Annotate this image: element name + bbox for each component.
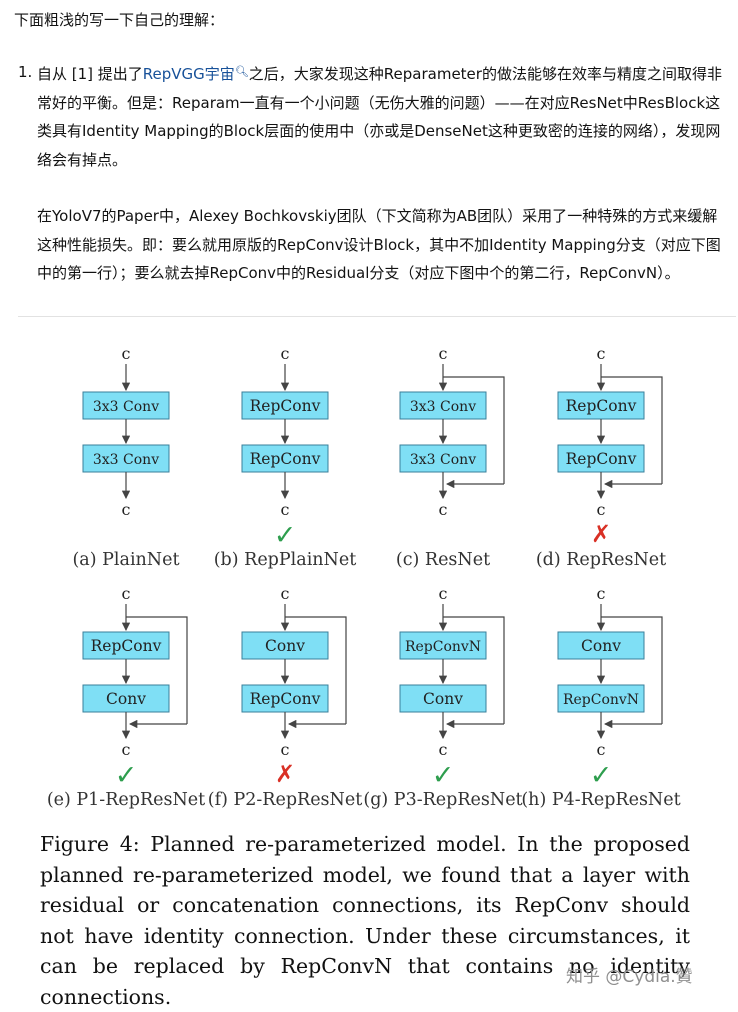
bottom-block-label: Conv [106,690,146,708]
top-block-label: RepConv [250,397,321,415]
residual-path [601,376,663,484]
top-block-label: 3x3 Conv [93,399,159,415]
check-icon: ✓ [274,520,297,551]
top-block-label: RepConv [91,637,162,655]
paragraph-1-before: 自从 [1] 提出了 [37,65,143,83]
check-icon: ✓ [432,760,455,791]
residual-path [443,616,505,724]
top-block [82,631,170,660]
residual-path [126,616,188,724]
diagram-caption: (h) P4-RepResNet [521,790,680,810]
figure-caption: Figure 4: Planned re-parameterized model… [40,832,690,1009]
cross-icon: ✗ [275,760,295,788]
bottom-block-label: 3x3 Conv [410,452,476,468]
top-block-label: RepConvN [405,639,481,655]
bottom-block-label: RepConv [250,450,321,468]
diagram-caption: (f) P2-RepResNet [208,790,362,810]
input-label: c [597,584,606,603]
top-block [82,391,170,420]
diagram-caption: (a) PlainNet [72,550,179,570]
residual-path [443,376,505,484]
output-label: c [439,500,448,519]
output-label: c [597,500,606,519]
top-block [557,631,645,660]
top-block [241,391,329,420]
list-number: 1. [18,63,33,81]
bottom-block [82,444,170,473]
bottom-block [241,684,329,713]
list-item: 自从 [1] 提出了RepVGG宇宙🔍︎之后，大家发现这种Reparameter… [37,58,730,288]
watermark: 知乎 @Cydia.贊 [566,967,693,987]
input-label: c [122,344,131,363]
ordered-list: 1. 自从 [1] 提出了RepVGG宇宙🔍︎之后，大家发现这种Reparame… [18,58,730,288]
top-block [557,391,645,420]
bottom-block [399,444,487,473]
input-label: c [439,584,448,603]
repvgg-link-text: RepVGG宇宙 [142,65,235,83]
top-block-label: 3x3 Conv [410,399,476,415]
check-icon: ✓ [115,760,138,791]
intro-text: 下面粗浅的写一下自己的理解： [14,11,225,29]
paragraph-2: 在YoloV7的Paper中，Alexey Bochkovskiy团队（下文简称… [37,207,721,282]
check-icon: ✓ [590,760,613,791]
diagram-caption: (e) P1-RepResNet [47,790,205,810]
paragraph-1-after: 之后，大家发现这种Reparameter的做法能够在效率与精度之间取得非常好的平… [37,65,722,169]
input-label: c [281,584,290,603]
input-label: c [281,344,290,363]
bottom-block [399,684,487,713]
top-block-label: RepConv [566,397,637,415]
output-label: c [122,500,131,519]
diagram-caption: (c) ResNet [396,550,490,570]
bottom-block-label: RepConv [566,450,637,468]
top-block [241,631,329,660]
bottom-block-label: 3x3 Conv [93,452,159,468]
search-icon: 🔍︎ [234,65,249,78]
bottom-block [82,684,170,713]
top-block-label: Conv [581,637,621,655]
bottom-block [557,444,645,473]
diagram-caption: (b) RepPlainNet [214,550,357,570]
input-label: c [597,344,606,363]
residual-path [601,616,663,724]
repvgg-link[interactable]: RepVGG宇宙🔍︎ [143,65,249,83]
diagram-caption: (g) P3-RepResNet [363,790,522,810]
cross-icon: ✗ [591,520,611,548]
bottom-block-label: RepConvN [563,692,639,708]
residual-path [285,616,347,724]
output-label: c [122,740,131,759]
top-block [399,391,487,420]
divider [18,316,736,317]
bottom-block-label: Conv [423,690,463,708]
output-label: c [281,500,290,519]
paragraph-1: 自从 [1] 提出了RepVGG宇宙🔍︎之后，大家发现这种Reparameter… [37,58,730,174]
input-label: c [122,584,131,603]
top-block-label: Conv [265,637,305,655]
output-label: c [439,740,448,759]
diagram-caption: (d) RepResNet [536,550,666,570]
top-block [399,631,487,660]
input-label: c [439,344,448,363]
output-label: c [281,740,290,759]
output-label: c [597,740,606,759]
bottom-block-label: RepConv [250,690,321,708]
